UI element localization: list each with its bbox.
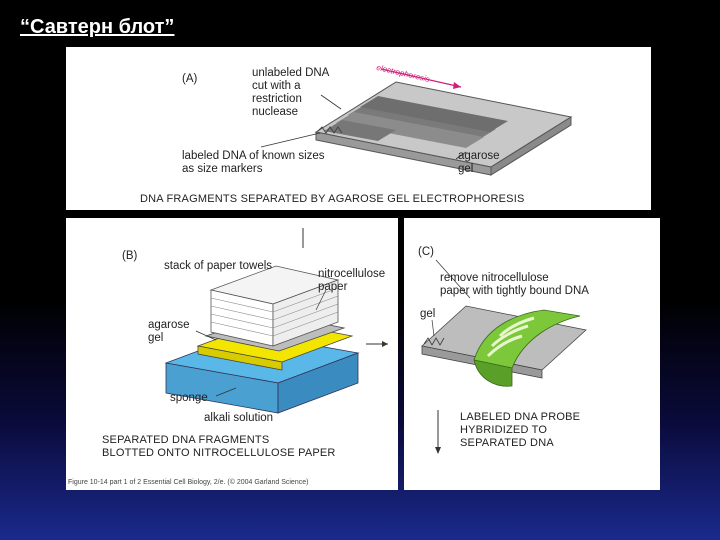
pointer-line	[195, 330, 217, 341]
nitrocellulose-edge	[197, 345, 283, 371]
gel-lane-band	[336, 112, 484, 148]
label-remove-nitrocellulose: remove nitrocellulose	[440, 272, 549, 284]
pointer-line	[320, 94, 342, 110]
nitrocellulose-paper-curl	[473, 359, 513, 387]
label-size-markers: labeled DNA of known sizes	[182, 150, 325, 162]
panel-c-caption-line1: LABELED DNA PROBE	[460, 411, 581, 423]
label-agarose: agarose	[148, 319, 190, 331]
panel-a-gel-electrophoresis: (A) unlabeled DNA cut with a restriction…	[66, 47, 651, 210]
electrophoresis-arrowhead	[453, 82, 461, 89]
transfer-arrowhead	[382, 341, 388, 347]
label-cut-with: cut with a	[252, 80, 301, 92]
panel-c-caption-line3: SEPARATED DNA	[460, 437, 554, 449]
label-restriction: restriction	[252, 93, 302, 105]
label-gel: gel	[420, 308, 436, 320]
panel-a-tag: (A)	[182, 73, 198, 85]
gel-lane-band	[348, 104, 496, 140]
pointer-line	[431, 319, 435, 337]
panel-b-caption-line2: BLOTTED ONTO NITROCELLULOSE PAPER	[102, 447, 336, 459]
panel-b-tag: (B)	[122, 250, 138, 262]
label-nuclease: nuclease	[252, 106, 299, 118]
gel-wells	[423, 337, 445, 346]
agarose-gel-side	[490, 116, 572, 176]
slide-title: “Савтерн блот”	[20, 16, 175, 38]
panel-c-tag: (C)	[418, 246, 434, 258]
pointer-line	[215, 387, 237, 397]
label-size-markers-2: as size markers	[182, 163, 263, 175]
pointer-line	[260, 132, 321, 148]
paper-towel-lines	[210, 287, 339, 337]
panel-c-caption-line2: HYBRIDIZED TO	[460, 424, 548, 436]
label-agarose: agarose	[458, 150, 500, 162]
label-paper-with-dna: paper with tightly bound DNA	[440, 285, 589, 297]
pointer-line	[455, 151, 467, 160]
blotting-stack-illustration	[164, 228, 388, 414]
label-paper: paper	[318, 281, 348, 293]
nitrocellulose-paper-peeled	[473, 309, 581, 369]
panel-c-hybridization: (C) remove nitrocellulose paper with tig…	[404, 218, 660, 490]
label-unlabeled-dna: unlabeled DNA	[252, 67, 330, 79]
pointer-line	[315, 289, 327, 311]
hybridized-bands	[486, 316, 535, 358]
panel-b-caption-line1: SEPARATED DNA FRAGMENTS	[102, 434, 270, 446]
label-nitrocellulose: nitrocellulose	[318, 268, 386, 280]
label-sponge: sponge	[170, 392, 208, 404]
gel-electrophoresis-illustration	[260, 68, 573, 176]
label-gel: gel	[458, 163, 474, 175]
pointer-line	[435, 259, 471, 299]
panel-b-blotting: (B) stack of paper towels nitrocellulose…	[66, 218, 398, 490]
panel-a-caption: DNA FRAGMENTS SEPARATED BY AGAROSE GEL E…	[140, 193, 525, 205]
sponge-side	[277, 352, 359, 414]
label-stack-of-paper-towels: stack of paper towels	[164, 260, 273, 272]
label-alkali-solution: alkali solution	[204, 412, 274, 424]
hybridization-illustration	[421, 259, 587, 454]
figure-credit: Figure 10-14 part 1 of 2 Essential Cell …	[68, 479, 309, 486]
result-arrowhead	[435, 447, 441, 454]
electrophoresis-arrow	[380, 68, 462, 88]
gel-wells	[317, 126, 343, 134]
paper-towels-side	[272, 279, 339, 347]
gel-lane-band	[324, 120, 396, 141]
label-gel: gel	[148, 332, 164, 344]
gel-lane-band	[360, 96, 508, 132]
